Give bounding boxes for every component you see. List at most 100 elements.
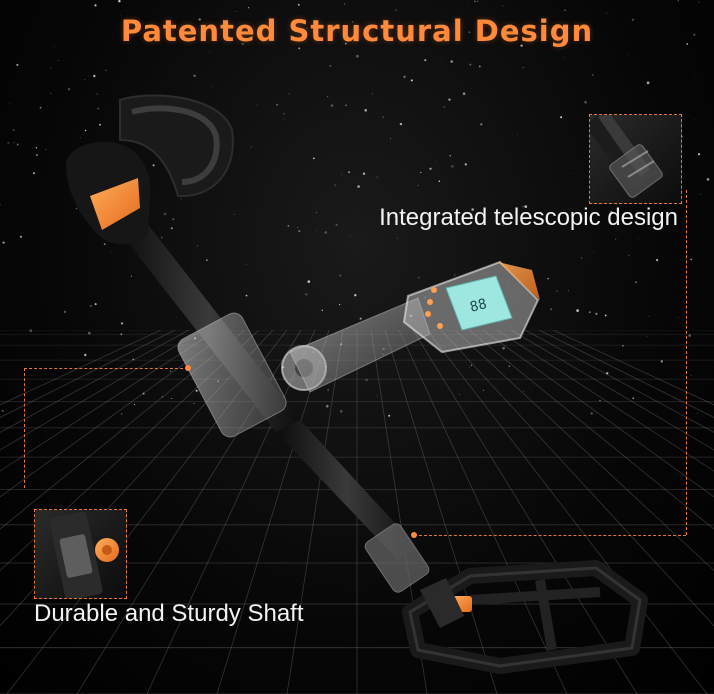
grid-line [426, 330, 708, 694]
star [417, 184, 419, 186]
arm-cuff [66, 94, 234, 245]
star [576, 309, 579, 312]
star [399, 122, 403, 126]
star [316, 230, 317, 232]
star [161, 396, 163, 398]
star [13, 142, 15, 144]
telescopic-joint-icon [589, 114, 682, 204]
star [459, 394, 460, 395]
lcd-screen [445, 275, 513, 331]
star [94, 303, 97, 306]
star [97, 107, 100, 110]
star [132, 358, 135, 361]
star [329, 64, 332, 67]
star [340, 173, 342, 175]
grid-line [538, 330, 714, 418]
star [362, 172, 366, 175]
callout-label-shaft: Durable and Sturdy Shaft [34, 600, 304, 627]
star [160, 236, 163, 239]
star [120, 333, 123, 336]
star [124, 19, 128, 23]
star [210, 85, 212, 87]
star [454, 274, 456, 276]
star [606, 372, 609, 375]
star [357, 185, 360, 188]
star [330, 104, 334, 107]
star [171, 397, 173, 400]
star [120, 322, 124, 325]
star [88, 331, 91, 335]
grid-line [440, 330, 714, 627]
star [470, 364, 473, 366]
grid-line [384, 330, 498, 694]
star [99, 123, 102, 126]
star [356, 54, 359, 58]
star [9, 102, 11, 104]
star [502, 5, 504, 7]
star [170, 227, 173, 230]
star [648, 315, 650, 317]
star [438, 180, 441, 183]
star [468, 366, 471, 368]
star [344, 42, 347, 45]
star [517, 134, 518, 135]
star [7, 141, 10, 144]
star [152, 164, 155, 167]
star [462, 92, 466, 96]
star [477, 0, 479, 2]
star [89, 304, 93, 308]
star [628, 53, 630, 55]
star [655, 258, 659, 262]
star [50, 92, 52, 94]
star [297, 226, 299, 229]
search-coil [402, 560, 648, 674]
lower-joint [364, 523, 430, 593]
star [270, 37, 273, 39]
star [352, 21, 354, 23]
star [482, 389, 484, 391]
grid-line [398, 330, 568, 694]
star [84, 79, 86, 81]
star [403, 75, 406, 79]
star [283, 118, 285, 120]
star [677, 0, 679, 2]
star [2, 241, 5, 244]
star [334, 184, 336, 186]
star [208, 51, 210, 53]
star [110, 250, 112, 252]
star [588, 311, 591, 313]
star [697, 412, 699, 414]
star [103, 243, 106, 245]
star [523, 390, 525, 392]
star [450, 60, 454, 63]
star [592, 251, 594, 253]
star [93, 74, 96, 78]
star [417, 276, 420, 279]
star [359, 317, 362, 320]
star [0, 203, 1, 206]
star [75, 207, 78, 210]
star [339, 409, 343, 413]
star [348, 171, 350, 174]
star [29, 329, 33, 333]
callout-line-right-vertical [686, 190, 687, 535]
star [312, 157, 315, 160]
star [424, 59, 427, 62]
star [298, 230, 301, 233]
star [130, 275, 132, 277]
star [12, 129, 15, 132]
star [343, 3, 345, 5]
grid-line [468, 330, 714, 530]
star [610, 210, 613, 214]
star [395, 9, 397, 11]
star [339, 274, 342, 277]
star [307, 280, 311, 283]
star [547, 277, 550, 280]
star [96, 93, 98, 95]
star [592, 74, 594, 76]
lcd-reading: 88 [468, 296, 488, 316]
grid-line [524, 330, 714, 433]
control-box: 88 [402, 260, 540, 354]
grid-line [0, 330, 190, 433]
